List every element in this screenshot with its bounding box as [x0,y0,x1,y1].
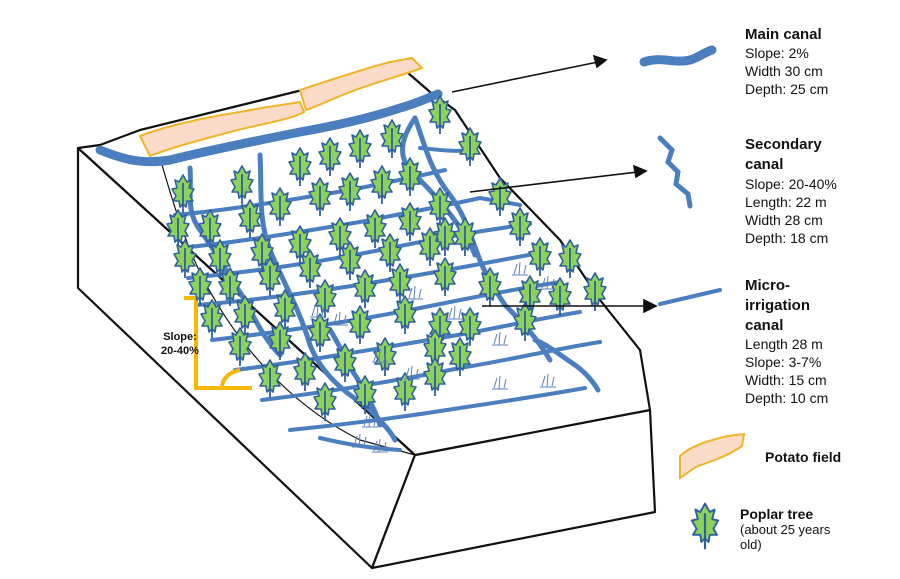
potato-field-icon [679,432,746,480]
secondary-canal-width: Width 28 cm [745,212,823,228]
micro-canal-slope: Slope: 3-7% [745,354,822,370]
secondary-canal-title-2: canal [745,156,784,173]
secondary-canal-title-1: Secondary [745,136,822,153]
poplar-tree-title: Poplar tree [740,506,814,522]
potato-field-label: Potato field [765,449,842,465]
main-canal-title: Main canal [745,26,822,43]
main-canal [95,89,443,167]
micro-canal-width: Width: 15 cm [745,372,827,388]
micro-canal-title-2: irrigation [745,297,811,314]
slope-marker [184,296,252,390]
micro-canal-depth: Depth: 10 cm [745,390,829,406]
poplar-tree-age-2: old) [740,537,762,552]
slope-annotation-line-1: Slope: [163,331,197,343]
main-canal-slope: Slope: 2% [745,45,809,61]
secondary-canal-slope: Slope: 20-40% [745,176,837,192]
slope-annotation: Slope: 20-40% [150,330,210,358]
secondary-canal-icon [657,135,693,209]
micro-canal-length: Length 28 m [745,336,823,352]
micro-canal-title-1: Micro- [745,277,790,294]
pointer-arrows [451,54,658,314]
poplar-tree-age-1: (about 25 years [740,522,831,537]
micro-canal-icon [658,288,722,306]
potato-fields [138,56,424,158]
main-canal-width: Width 30 cm [745,63,823,79]
slope-annotation-line-2: 20-40% [161,345,199,357]
main-canal-icon [639,45,717,67]
secondary-canal-depth: Depth: 18 cm [745,230,829,246]
micro-canal-title-3: canal [745,317,784,334]
main-canal-depth: Depth: 25 cm [745,81,829,97]
poplar-tree-icon [690,502,720,551]
secondary-canal-length: Length: 22 m [745,194,827,210]
